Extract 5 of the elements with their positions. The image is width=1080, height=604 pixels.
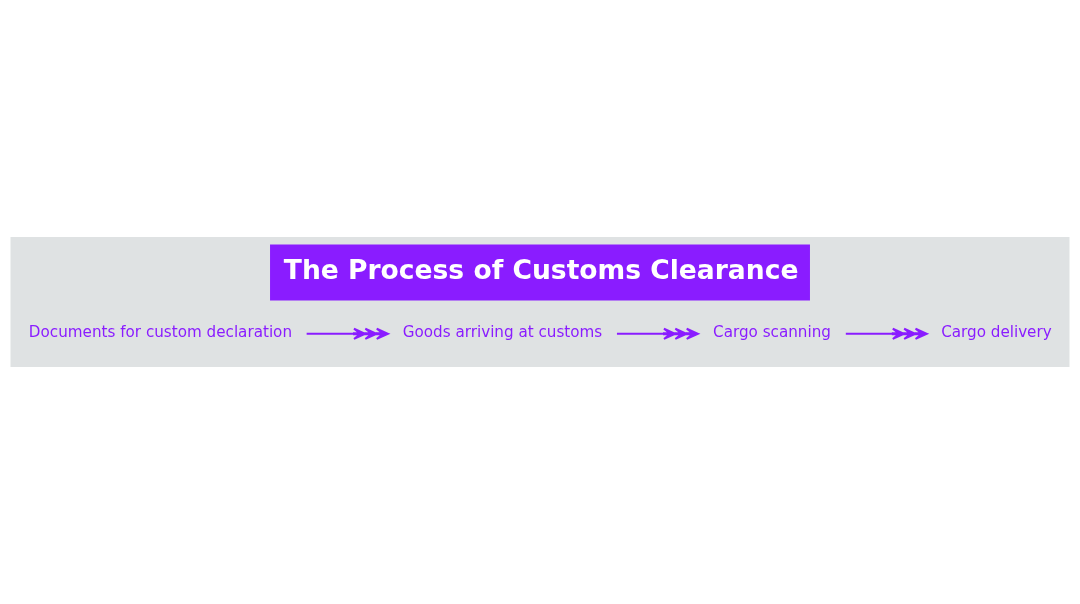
diagram-title: The Process of Customs Clearance [283,253,799,285]
node-text: Cargo scanning [713,323,831,342]
node-text: Cargo delivery [941,323,1052,342]
node-text: Documents for custom declaration [28,323,292,342]
node-text: Goods arriving at customs [402,323,603,342]
